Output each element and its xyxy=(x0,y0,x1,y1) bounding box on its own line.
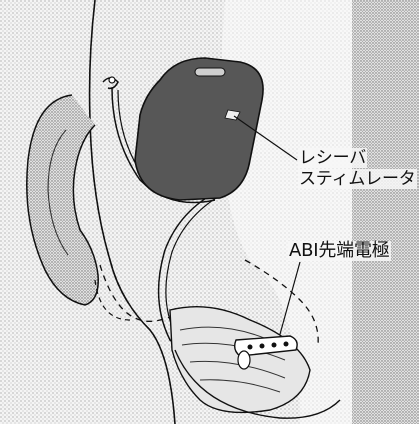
receiver-label: レシーバ xyxy=(298,148,367,168)
right-shading xyxy=(352,0,419,424)
abi-electrode-label: ABI先端電極 xyxy=(288,241,391,261)
stimulator-label: スティムレータ xyxy=(298,169,417,189)
